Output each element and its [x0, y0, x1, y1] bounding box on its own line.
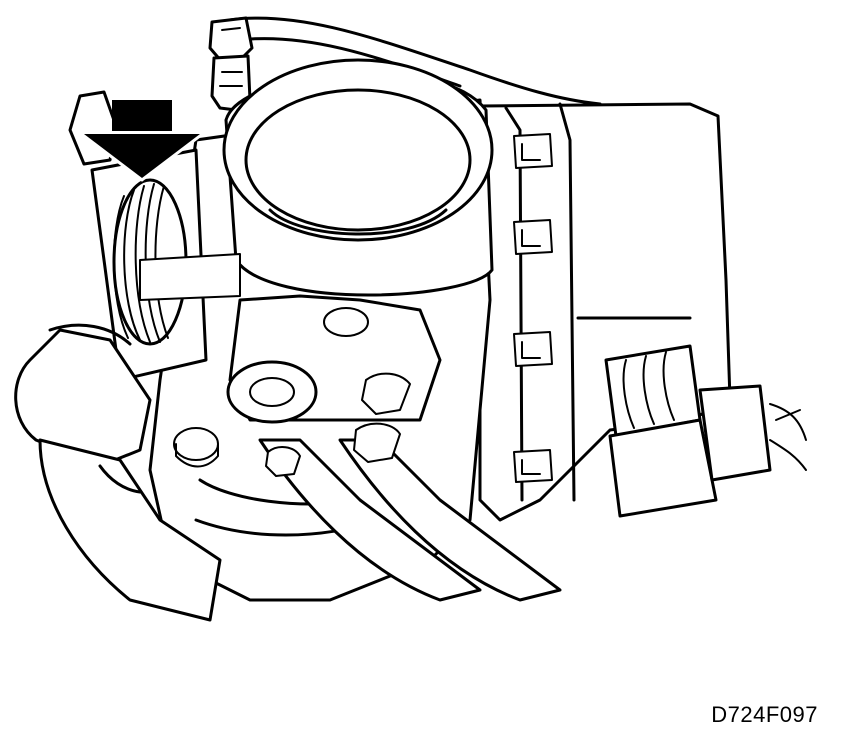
- upper-wire-harness: [208, 16, 602, 112]
- intake-bore: [222, 58, 494, 297]
- figure-code-label: D724F097: [711, 702, 818, 727]
- electrical-connector: [604, 344, 807, 518]
- vacuum-hoses: [258, 372, 562, 602]
- down-arrow-indicator: [75, 100, 209, 182]
- left-hose: [14, 323, 222, 622]
